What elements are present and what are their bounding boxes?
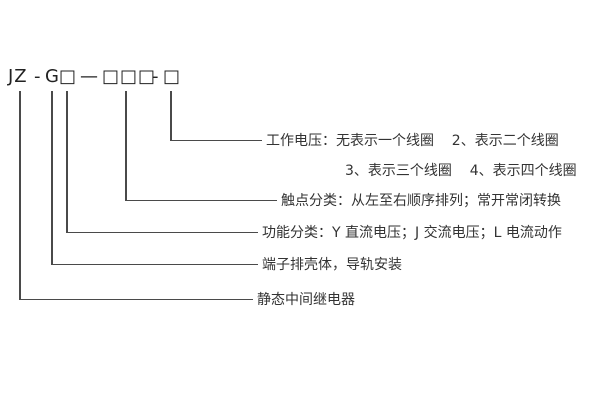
code-series-letter: G (45, 66, 60, 87)
connector-horizontal-housing (51, 263, 258, 265)
code-contact-boxes: □□□ (102, 66, 157, 87)
code-prefix: JZ (8, 66, 28, 87)
connector-vertical-relay-type (19, 91, 21, 300)
connector-vertical-housing (51, 91, 53, 265)
connector-vertical-working-voltage (170, 91, 172, 141)
code-dash-2: — (80, 66, 99, 87)
code-dash-1: - (34, 66, 42, 87)
label-working-voltage-line1: 工作电压：无表示一个线圈 2、表示二个线圈 (266, 133, 559, 149)
label-contact-class: 触点分类：从左至右顺序排列；常开常闭转换 (281, 193, 561, 209)
label-relay-type: 静态中间继电器 (257, 292, 355, 308)
label-function-class: 功能分类：Y 直流电压；J 交流电压；L 电流动作 (262, 225, 562, 241)
code-function-box: □ (59, 66, 78, 87)
connector-horizontal-relay-type (19, 298, 253, 300)
code-voltage-box: □ (163, 66, 182, 87)
label-housing: 端子排壳体，导轨安装 (262, 257, 402, 273)
label-working-voltage-line2: 3、表示三个线圈 4、表示四个线圈 (345, 163, 577, 179)
connector-vertical-function-class (66, 91, 68, 233)
code-dash-3: - (152, 66, 160, 87)
connector-horizontal-contact-class (125, 199, 277, 201)
connector-horizontal-working-voltage (170, 139, 262, 141)
connector-vertical-contact-class (125, 91, 127, 201)
connector-horizontal-function-class (66, 231, 258, 233)
